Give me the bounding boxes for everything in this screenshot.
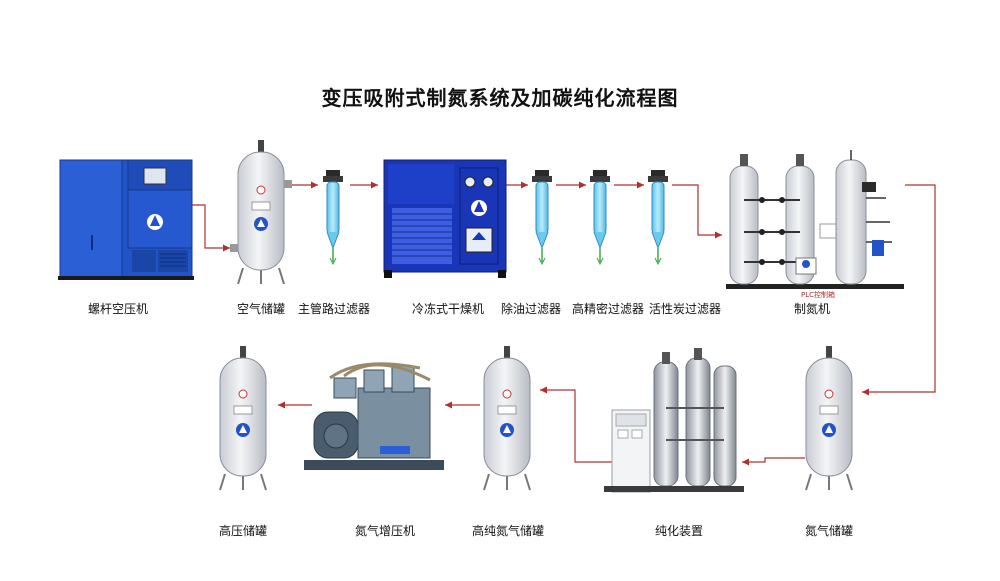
label-booster: 氮气增压机 <box>355 522 415 539</box>
label-oil-filter: 除油过滤器 <box>501 300 561 317</box>
label-nitrogen-tank: 氮气储罐 <box>805 522 853 539</box>
refrigerated-dryer-image <box>384 160 506 278</box>
high-pressure-tank-image <box>220 346 266 490</box>
label-main-filter: 主管路过滤器 <box>298 300 370 317</box>
label-carbon-filter: 活性炭过滤器 <box>649 300 721 317</box>
nitrogen-tank-image <box>806 346 852 490</box>
label-pure-nitrogen-tank: 高纯氮气储罐 <box>472 522 544 539</box>
arrow-n2tank-to-purifier <box>742 458 805 462</box>
air-tank-image <box>230 140 292 284</box>
plc-sublabel: PLC控制箱 <box>801 290 835 299</box>
oil-filter-image <box>532 170 552 264</box>
nitrogen-generator-image <box>726 150 904 289</box>
purifier-image <box>604 348 744 492</box>
arrow-carbon-to-generator <box>672 185 722 235</box>
nitrogen-booster-image <box>304 364 444 470</box>
arrow-compressor-to-airtank <box>190 205 230 248</box>
label-air-tank: 空气储罐 <box>237 300 285 317</box>
screw-compressor-image <box>58 160 194 280</box>
pure-nitrogen-tank-image <box>484 346 530 490</box>
label-precision-filter: 高精密过滤器 <box>572 300 644 317</box>
label-screw-compressor: 螺杆空压机 <box>88 300 148 317</box>
label-hp-tank: 高压储罐 <box>219 522 267 539</box>
arrow-purifier-to-puretank <box>540 390 612 462</box>
precision-filter-image <box>590 170 610 264</box>
label-purifier: 纯化装置 <box>655 522 703 539</box>
label-nitrogen-generator: 制氮机 <box>794 300 830 317</box>
carbon-filter-image <box>648 170 668 264</box>
label-dryer: 冷冻式干燥机 <box>412 300 484 317</box>
main-filter-image <box>323 170 343 264</box>
